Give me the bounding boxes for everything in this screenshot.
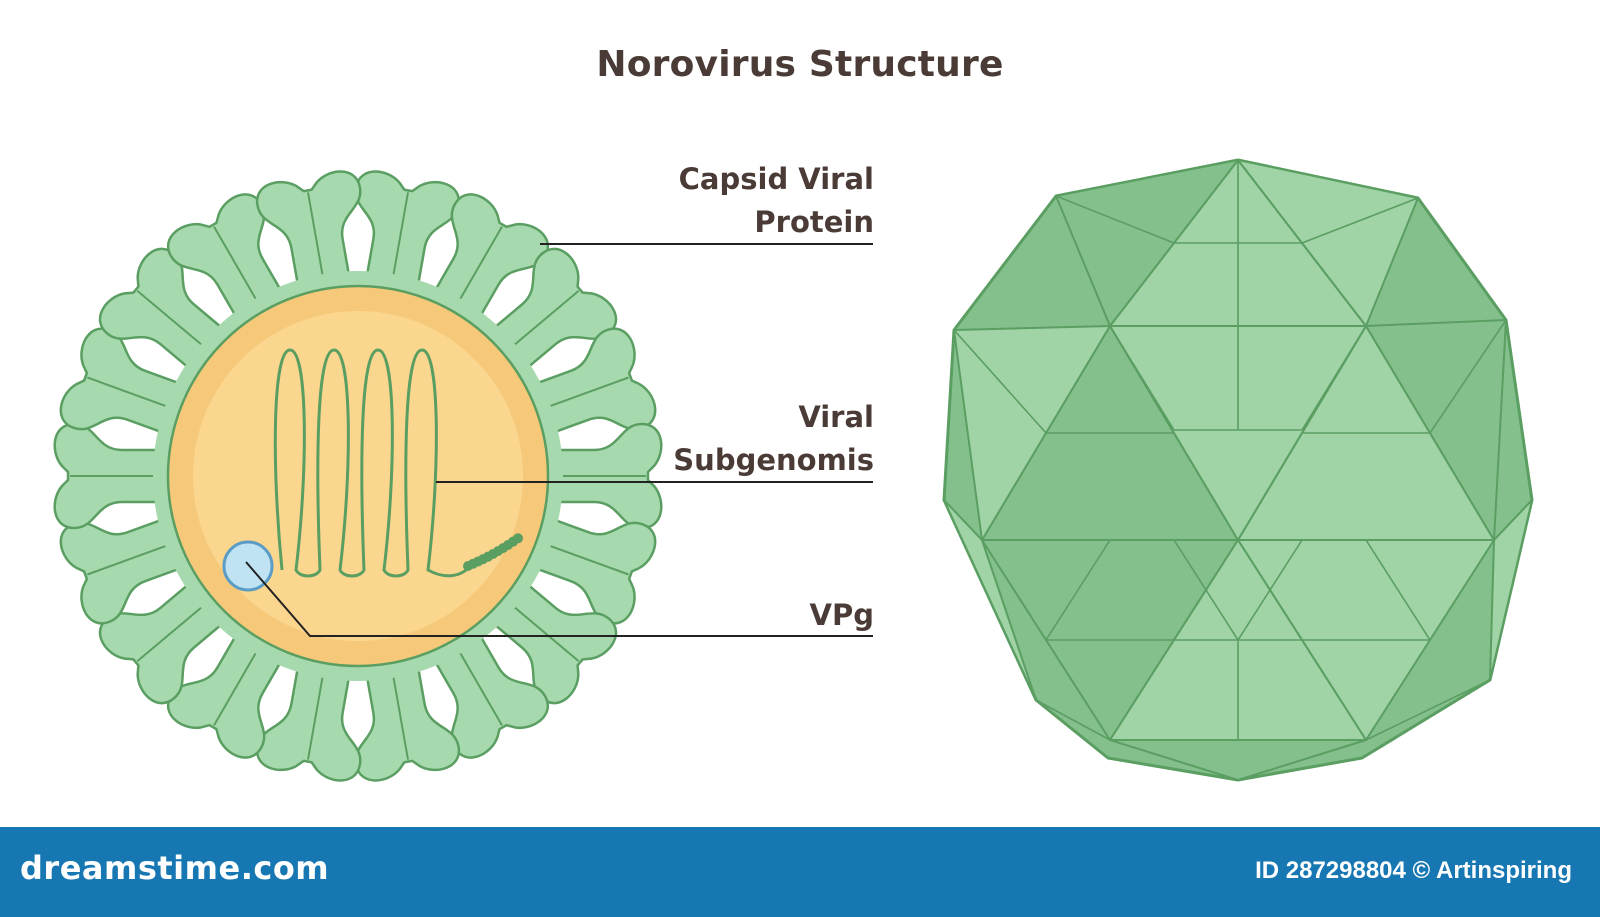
label-capsid-viral-protein: Capsid Viral Protein: [679, 158, 874, 244]
capsid-subunit-edge: [1365, 539, 1431, 641]
label-capsid-line1: Capsid Viral: [678, 162, 874, 196]
label-subgenomis-line2: Subgenomis: [673, 443, 874, 477]
capsid-subunit-edge: [1035, 699, 1111, 741]
brand-wordmark: dreamstime.com: [20, 849, 330, 887]
capsid-subunit-edge: [953, 329, 1047, 434]
capsid-facet: [943, 499, 1037, 701]
capsid-subunit-edge: [1109, 325, 1175, 431]
capsid-subunit-edge: [1301, 325, 1367, 431]
capsid-subunit-edge: [1429, 319, 1507, 434]
capsid-facet: [1489, 499, 1533, 681]
leader-lines: [245, 243, 873, 637]
footer-bar: dreamstime.com ID 287298804 © Artinspiri…: [0, 827, 1600, 917]
capsid-subunit-edge: [1365, 679, 1491, 741]
genome-bead: [513, 533, 523, 544]
capsid-subunit-edge: [1301, 197, 1419, 244]
image-credit: ID 287298804 © Artinspiring: [1255, 857, 1572, 884]
label-subgenomis-line1: Viral: [798, 400, 874, 434]
norovirus-illustration: [53, 158, 1534, 782]
capsid-subunit-edge: [1173, 539, 1239, 641]
capsid-protrusion: [536, 422, 663, 530]
capsid-subunit-edge: [1055, 195, 1175, 244]
capsid-subunit-edge: [1045, 539, 1111, 641]
capsid-exterior-icosahedron: [942, 158, 1534, 782]
genome-tail-beads: [463, 533, 523, 571]
label-vpg: VPg: [809, 598, 874, 632]
label-viral-subgenomis: Viral Subgenomis: [673, 396, 874, 482]
viral-genome-coil: [273, 348, 472, 578]
virion-core-inner: [193, 311, 523, 641]
diagram-title: Norovirus Structure: [596, 44, 1004, 85]
diagram-stage: Norovirus Structure Capsid Viral Protein…: [53, 44, 1534, 782]
leader-line-vpg: [245, 561, 873, 637]
capsid-subunit-edge: [1237, 539, 1303, 641]
label-capsid-line2: Protein: [754, 205, 874, 239]
virion-cross-section: [53, 170, 663, 782]
